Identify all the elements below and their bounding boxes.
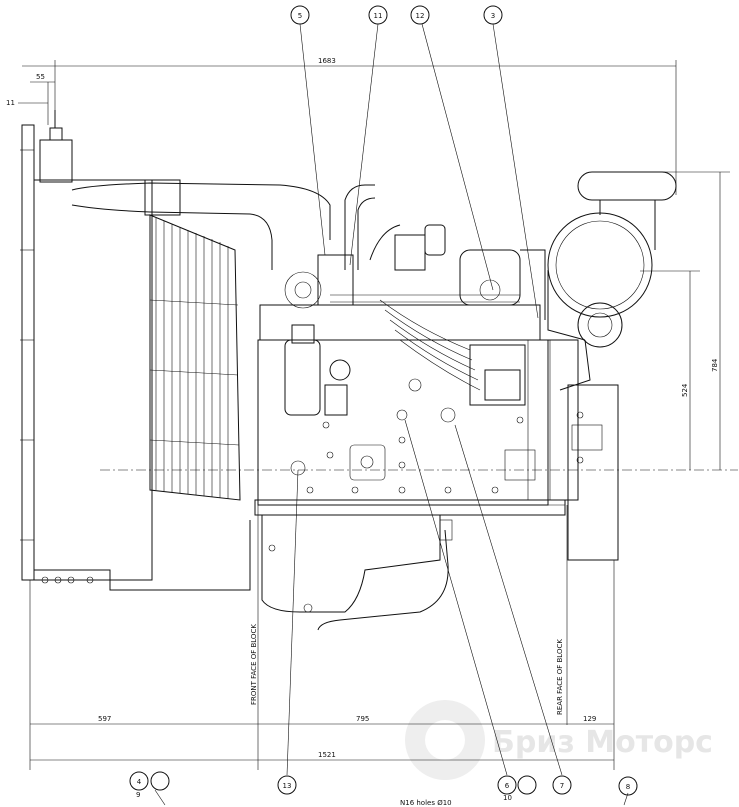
balloon-8: 8 xyxy=(618,776,638,796)
balloon-7-label: 7 xyxy=(560,782,564,790)
balloon-5: 5 xyxy=(290,5,310,25)
air-cleaner xyxy=(547,171,677,391)
item-10-label: 10 xyxy=(503,794,512,802)
face-lines: FRONT FACE OF BLOCK REAR FACE OF BLOCK xyxy=(29,505,615,770)
dim-784: 784 xyxy=(711,358,719,372)
bottom-dimensions: 597 795 129 1521 xyxy=(30,715,614,761)
balloon-4-label: 4 xyxy=(137,778,142,786)
front-face-label: FRONT FACE OF BLOCK xyxy=(250,624,258,705)
balloon-5-label: 5 xyxy=(298,12,302,20)
balloon-6-label: 6 xyxy=(505,782,510,790)
balloon-3-label: 3 xyxy=(491,12,495,20)
dim-597: 597 xyxy=(98,715,111,723)
dim-11: 11 xyxy=(6,99,15,107)
balloon-4: 4 9 xyxy=(129,771,170,799)
right-dimensions: 784 524 xyxy=(100,171,738,471)
holes-note: N16 holes Ø10 xyxy=(400,799,452,807)
balloon-12-label: 12 xyxy=(416,12,425,20)
dim-1521: 1521 xyxy=(318,751,336,759)
oil-filter xyxy=(284,254,354,416)
fan-guard xyxy=(149,214,241,501)
drain-line xyxy=(303,519,453,631)
balloon-11: 11 xyxy=(368,5,388,25)
balloon-11-label: 11 xyxy=(374,12,383,20)
radiator xyxy=(20,110,251,591)
balloon-12: 12 xyxy=(410,5,430,25)
dim-795: 795 xyxy=(356,715,369,723)
leader-lines xyxy=(154,23,629,806)
balloon-8-label: 8 xyxy=(626,783,630,791)
dim-overall-top: 1683 xyxy=(318,57,336,65)
dim-524: 524 xyxy=(681,383,689,397)
top-dimensions: 1683 55 11 xyxy=(6,57,677,195)
balloon-7: 7 xyxy=(552,775,572,795)
engine-block xyxy=(254,304,566,613)
balloon-6: 6 10 N16 holes Ø10 xyxy=(400,775,537,807)
balloon-13: 13 xyxy=(277,775,297,795)
balloon-3: 3 xyxy=(483,5,503,25)
coolant-pipes xyxy=(71,179,401,270)
fuel-system xyxy=(330,224,546,406)
watermark-text: Бриз Моторс xyxy=(492,725,713,760)
dim-55: 55 xyxy=(36,73,45,81)
flywheel-housing xyxy=(547,339,619,561)
dim-129: 129 xyxy=(583,715,596,723)
rear-face-label: REAR FACE OF BLOCK xyxy=(556,639,564,715)
balloon-13-label: 13 xyxy=(283,782,292,790)
item-9-label: 9 xyxy=(136,791,140,799)
